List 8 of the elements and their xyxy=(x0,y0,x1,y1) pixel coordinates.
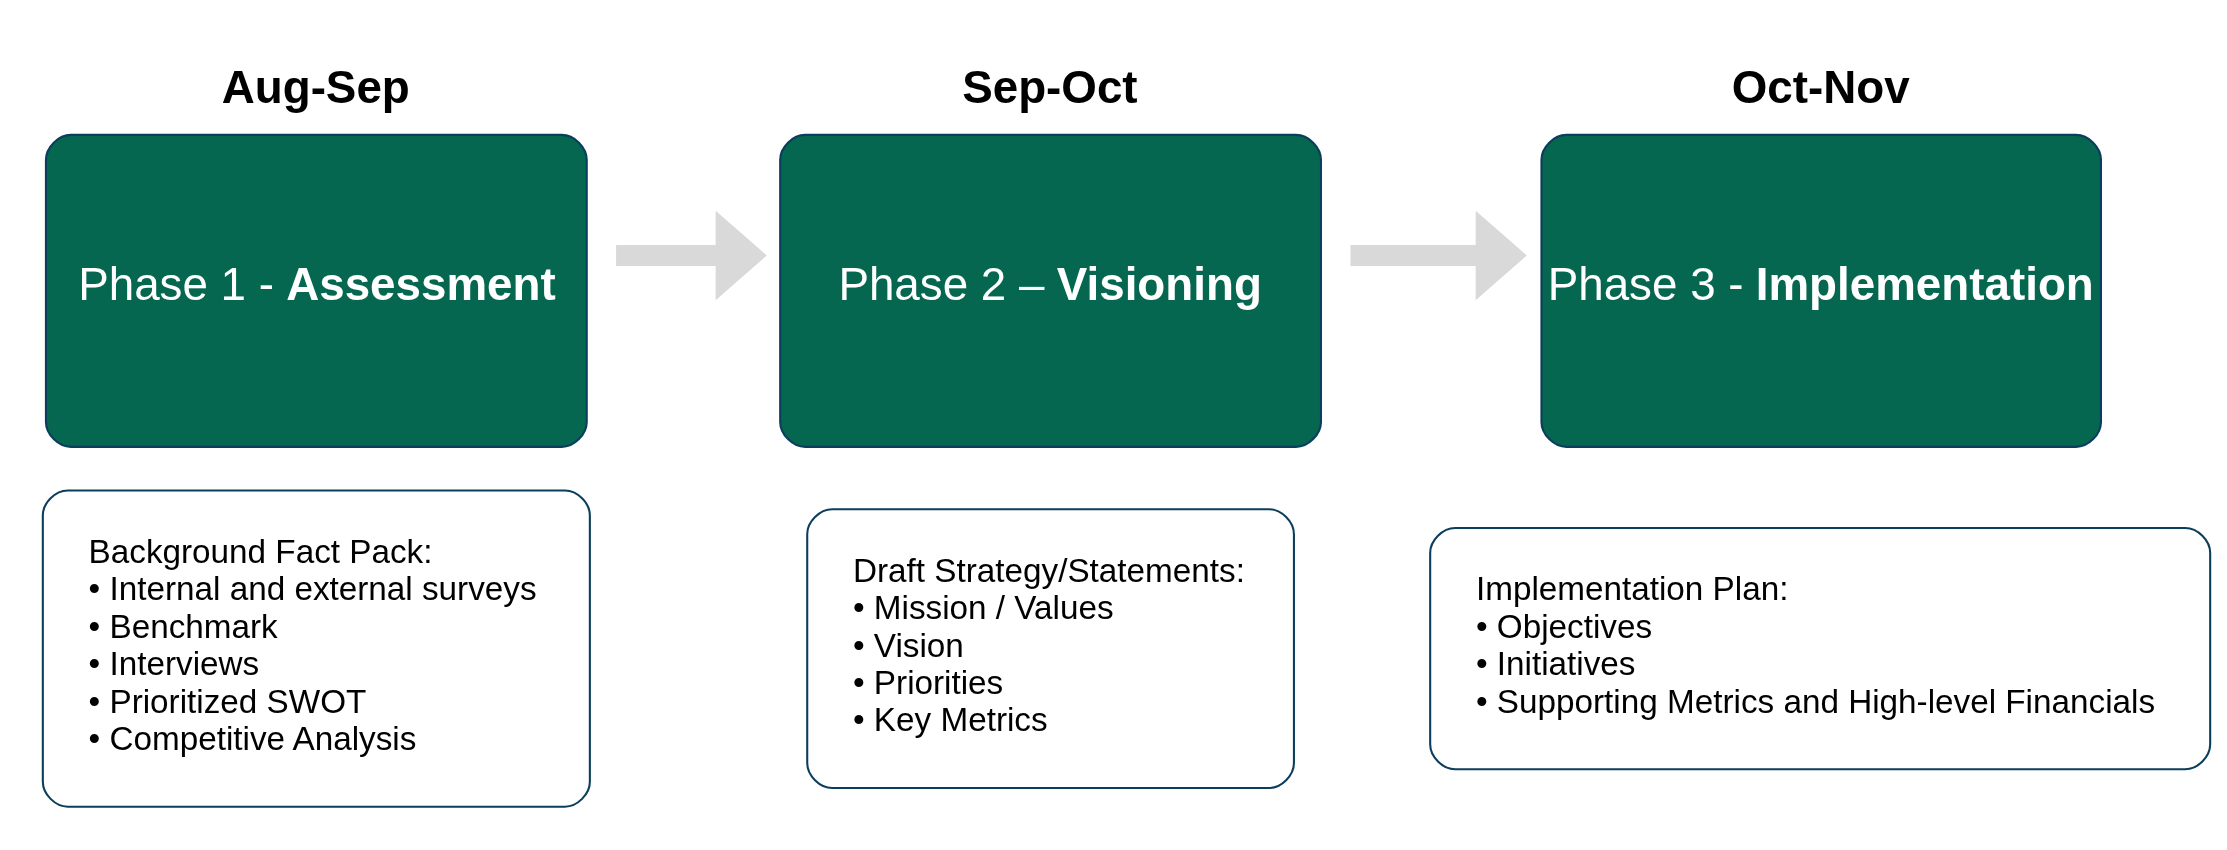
node-box: Draft Strategy/Statements: • Mission / Values • Vision • Priorities • Key Metrics xyxy=(806,508,1295,789)
node-label: Sep-Oct xyxy=(962,61,1138,113)
arrow xyxy=(616,210,767,301)
node-box: Implementation Plan: • Objectives • Initiatives • Supporting Metrics and High-level Financials xyxy=(1429,526,2212,771)
node-box: Background Fact Pack: • Internal and external surveys • Benchmark • Interviews • Prioritized SWOT • Competitive Analysis xyxy=(41,489,591,808)
arrow xyxy=(1350,210,1527,301)
node-label: Aug-Sep xyxy=(221,61,410,113)
node-label: Oct-Nov xyxy=(1731,61,1910,113)
